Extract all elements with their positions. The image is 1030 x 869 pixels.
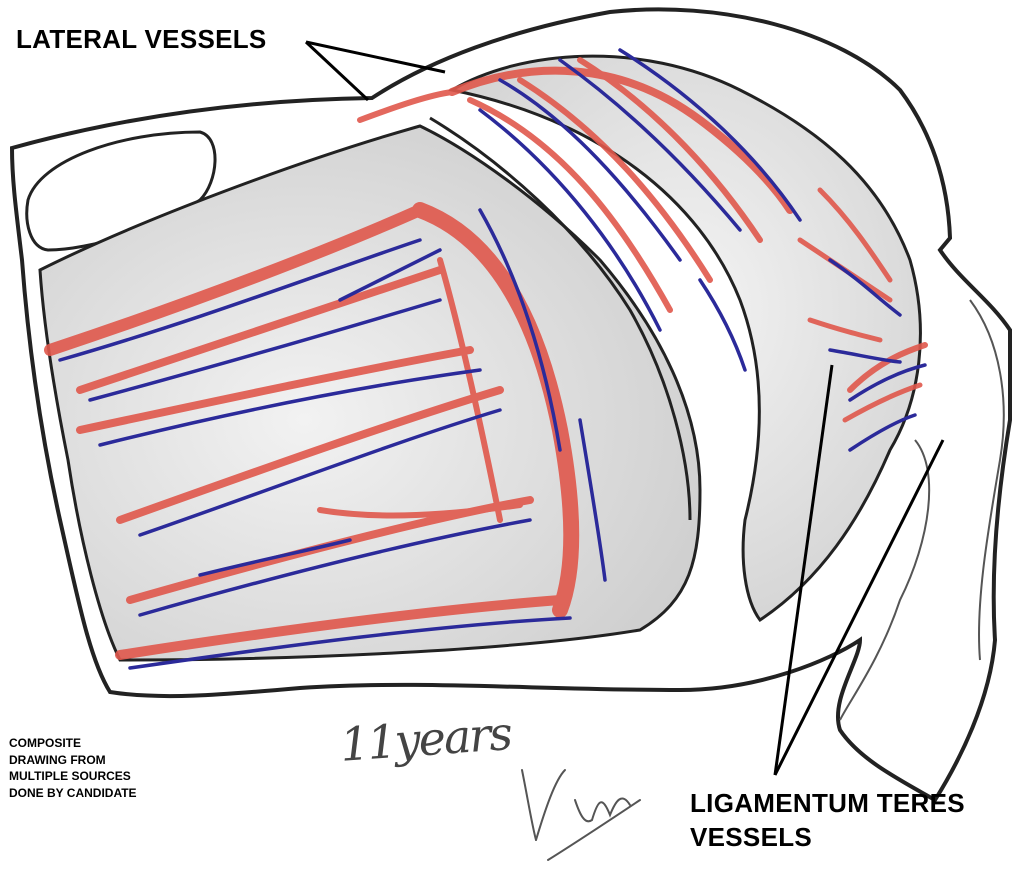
composite-note: COMPOSITE DRAWING FROM MULTIPLE SOURCES … — [9, 735, 137, 801]
lateral-vessels-label: LATERAL VESSELS — [16, 24, 267, 55]
ligamentum-teres-label-line2: VESSELS — [690, 820, 965, 854]
signature — [522, 770, 640, 860]
composite-note-line4: DONE BY CANDIDATE — [9, 785, 137, 802]
ligamentum-teres-label-line1: LIGAMENTUM TERES — [690, 786, 965, 820]
composite-note-line1: COMPOSITE — [9, 735, 137, 752]
composite-note-line3: MULTIPLE SOURCES — [9, 768, 137, 785]
composite-note-line2: DRAWING FROM — [9, 752, 137, 769]
ligamentum-teres-label: LIGAMENTUM TERES VESSELS — [690, 786, 965, 854]
